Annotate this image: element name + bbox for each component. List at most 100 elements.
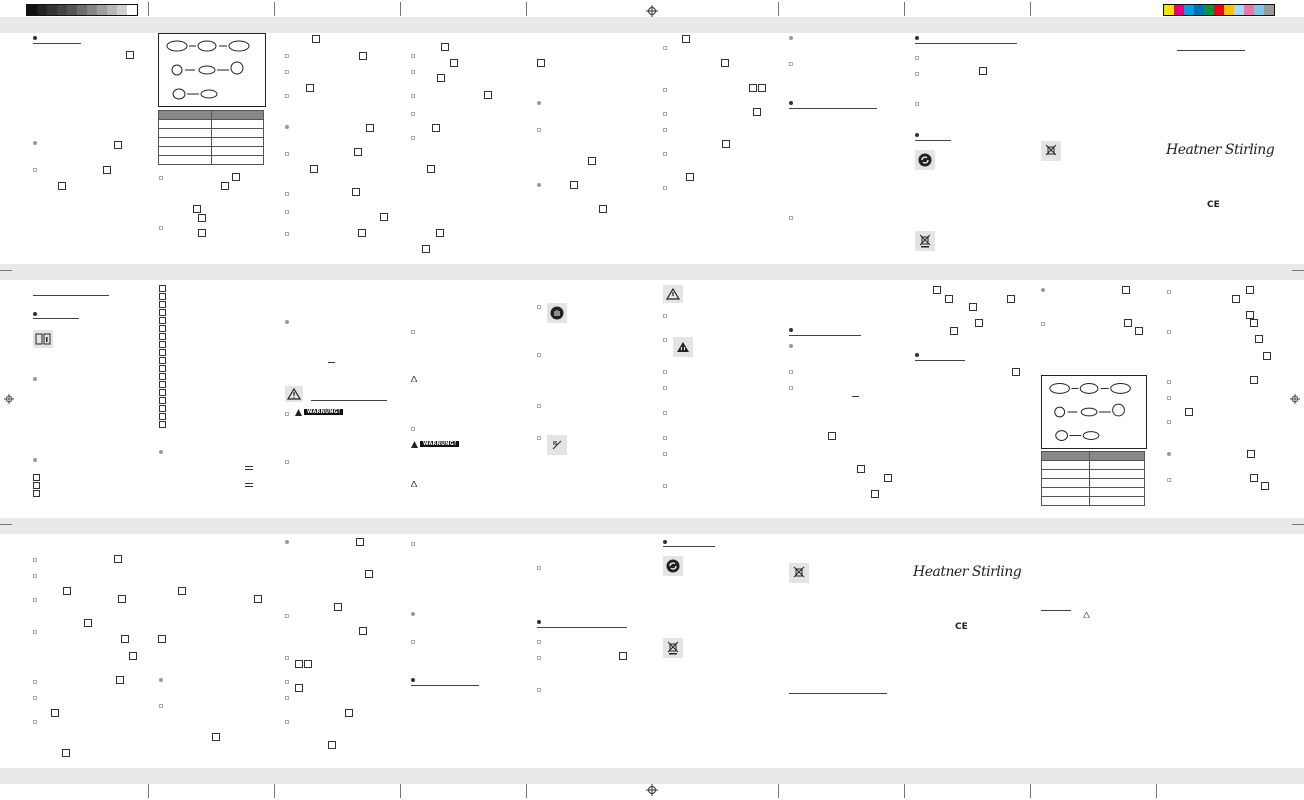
- warning-label: WARNUNG!: [304, 409, 344, 415]
- list-bullet: [663, 411, 667, 415]
- list-bullet: [411, 427, 415, 431]
- crop-mark: [148, 784, 149, 798]
- ref-box: [441, 43, 449, 51]
- list-bullet: [537, 436, 541, 440]
- parts-list-box: [159, 357, 166, 364]
- ref-box: [570, 181, 578, 189]
- warning-small-icon: [411, 376, 417, 382]
- parts-list-box: [159, 341, 166, 348]
- ref-box: [884, 474, 892, 482]
- section-bullet: [411, 612, 415, 616]
- ref-box: [950, 327, 958, 335]
- crop-mark: [526, 784, 527, 798]
- warning-label: WARNUNG!: [420, 441, 460, 447]
- list-bullet: [285, 696, 289, 700]
- list-bullet: [411, 542, 415, 546]
- ref-box: [63, 587, 71, 595]
- ref-box: [352, 188, 360, 196]
- ref-box: [356, 538, 364, 546]
- crop-mark: [0, 524, 12, 525]
- warning-small-icon: [411, 481, 417, 487]
- ref-box: [328, 741, 336, 749]
- ref-box: [1135, 327, 1143, 335]
- dash-mark: [852, 396, 859, 399]
- ref-box: [359, 627, 367, 635]
- heading-underline: [33, 295, 109, 296]
- color-swatch: [47, 5, 57, 15]
- list-bullet: [789, 62, 793, 66]
- section-bullet: [33, 36, 37, 40]
- ref-box: [310, 165, 318, 173]
- ref-box: [427, 165, 435, 173]
- list-bullet: [663, 386, 667, 390]
- crossed-bin-icon: [663, 638, 683, 658]
- ref-box: [1185, 408, 1193, 416]
- section-bullet: [159, 450, 163, 454]
- color-swatch: [1164, 5, 1174, 15]
- header-strip: [0, 17, 1304, 33]
- list-bullet: [411, 136, 415, 140]
- ref-box: [432, 124, 440, 132]
- parts-list-box: [159, 349, 166, 356]
- section-bullet: [789, 36, 793, 40]
- list-bullet: [285, 232, 289, 236]
- dash-mark: [245, 466, 253, 470]
- color-swatch: [107, 5, 117, 15]
- section-bullet: [789, 344, 793, 348]
- color-swatch: [57, 5, 67, 15]
- section-bullet: [663, 540, 667, 544]
- list-bullet: [537, 640, 541, 644]
- section-bullet: [789, 101, 793, 105]
- crop-mark: [778, 2, 779, 16]
- ce-mark: CE: [955, 622, 968, 632]
- ce-mark: CE: [1207, 200, 1220, 210]
- ref-box: [753, 108, 761, 116]
- warning-small-icon: [1083, 612, 1090, 618]
- registration-target-icon: [4, 394, 14, 404]
- list-bullet: [159, 176, 163, 180]
- section-bullet: [1041, 288, 1045, 292]
- list-bullet: [537, 305, 541, 309]
- meat-type-illustration: [1041, 375, 1147, 449]
- section-bullet: [789, 328, 793, 332]
- list-bullet: [789, 386, 793, 390]
- footer-strip: [0, 768, 1304, 784]
- list-bullet: [411, 330, 415, 334]
- parts-list-box: [159, 397, 166, 404]
- ref-box: [1250, 319, 1258, 327]
- ref-box: [758, 84, 766, 92]
- list-bullet: [285, 94, 289, 98]
- crop-mark: [1030, 2, 1031, 16]
- ref-box: [158, 635, 166, 643]
- parts-list-box: [159, 285, 166, 292]
- heading-underline: [915, 140, 951, 141]
- list-bullet: [1167, 396, 1171, 400]
- crop-mark: [1292, 524, 1304, 525]
- recycle-icon: [915, 150, 935, 170]
- color-swatch: [1194, 5, 1204, 15]
- list-bullet: [285, 70, 289, 74]
- ref-box: [345, 709, 353, 717]
- list-bullet: [285, 412, 289, 416]
- section-bullet: [285, 125, 289, 129]
- list-bullet: [33, 598, 37, 602]
- section-bullet: [411, 678, 415, 682]
- ref-box: [193, 205, 201, 213]
- color-swatch: [1214, 5, 1224, 15]
- heading-underline: [1041, 610, 1071, 611]
- list-bullet: [537, 404, 541, 408]
- list-bullet: [1167, 290, 1171, 294]
- list-bullet: [159, 226, 163, 230]
- list-bullet: [33, 630, 37, 634]
- ref-box: [198, 214, 206, 222]
- ref-box: [588, 157, 596, 165]
- parts-list-box: [159, 381, 166, 388]
- dash-mark: [245, 483, 253, 487]
- list-bullet: [33, 574, 37, 578]
- parts-list-box: [33, 482, 40, 489]
- ref-box: [450, 59, 458, 67]
- list-bullet: [663, 452, 667, 456]
- ref-box: [1122, 286, 1130, 294]
- ref-box: [828, 432, 836, 440]
- heading-underline: [1177, 50, 1245, 51]
